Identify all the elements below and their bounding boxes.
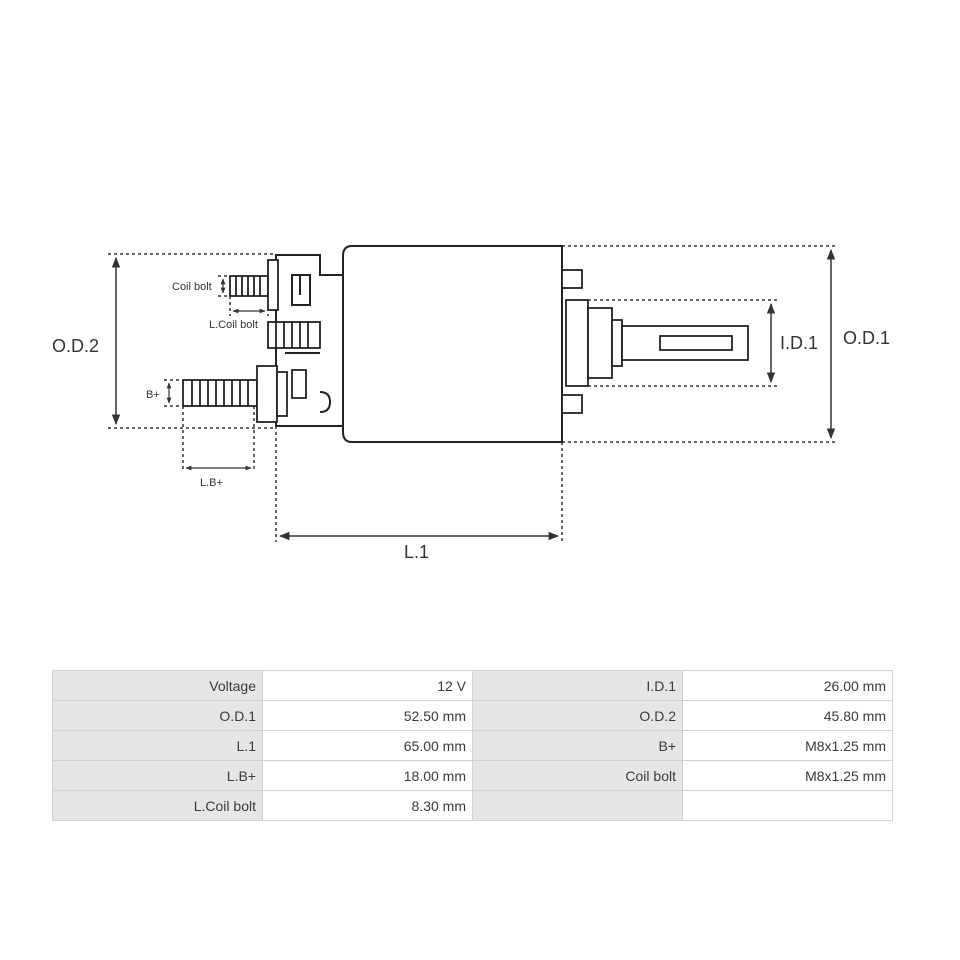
spec-value: 26.00 mm [682, 670, 893, 701]
spec-key: I.D.1 [472, 670, 683, 701]
od1-label: O.D.1 [843, 328, 890, 348]
spec-value: 45.80 mm [682, 700, 893, 731]
bplus-label: B+ [146, 389, 160, 401]
table-row: L.B+ 18.00 mm Coil bolt M8x1.25 mm [52, 760, 893, 791]
solenoid-diagram: O.D.2 O.D.1 I.D.1 L.1 L.B+ B+ Coil bolt … [52, 245, 890, 562]
spec-key: Voltage [52, 670, 263, 701]
spec-key: L.B+ [52, 760, 263, 791]
dimension-lines [108, 245, 838, 542]
od2-label: O.D.2 [52, 336, 99, 356]
l1-label: L.1 [404, 542, 429, 562]
spec-value [682, 790, 893, 821]
table-row: L.Coil bolt 8.30 mm [52, 790, 893, 821]
coil-bolt [229, 259, 279, 311]
spec-value: M8x1.25 mm [682, 760, 893, 791]
spec-value: M8x1.25 mm [682, 730, 893, 761]
spec-key: L.1 [52, 730, 263, 761]
coil-bolt-label: Coil bolt [172, 281, 212, 293]
spec-key: O.D.1 [52, 700, 263, 731]
spec-key: Coil bolt [472, 760, 683, 791]
table-row: O.D.1 52.50 mm O.D.2 45.80 mm [52, 700, 893, 731]
spec-table: Voltage 12 V I.D.1 26.00 mm O.D.1 52.50 … [52, 670, 893, 821]
l-coil-bolt-label: L.Coil bolt [209, 319, 258, 331]
spec-value: 52.50 mm [262, 700, 473, 731]
table-row: Voltage 12 V I.D.1 26.00 mm [52, 670, 893, 701]
solenoid-body [342, 245, 563, 443]
spec-value: 12 V [262, 670, 473, 701]
spec-key: L.Coil bolt [52, 790, 263, 821]
spec-value: 18.00 mm [262, 760, 473, 791]
b-plus-terminal [182, 365, 307, 423]
lb-label: L.B+ [200, 477, 223, 489]
spec-key: B+ [472, 730, 683, 761]
plunger-assembly [561, 269, 749, 414]
table-row: L.1 65.00 mm B+ M8x1.25 mm [52, 730, 893, 761]
spec-key: O.D.2 [472, 700, 683, 731]
spec-value: 8.30 mm [262, 790, 473, 821]
spec-key [472, 790, 683, 821]
spec-value: 65.00 mm [262, 730, 473, 761]
id1-label: I.D.1 [780, 333, 818, 353]
coil-bolt-nut [267, 321, 321, 349]
